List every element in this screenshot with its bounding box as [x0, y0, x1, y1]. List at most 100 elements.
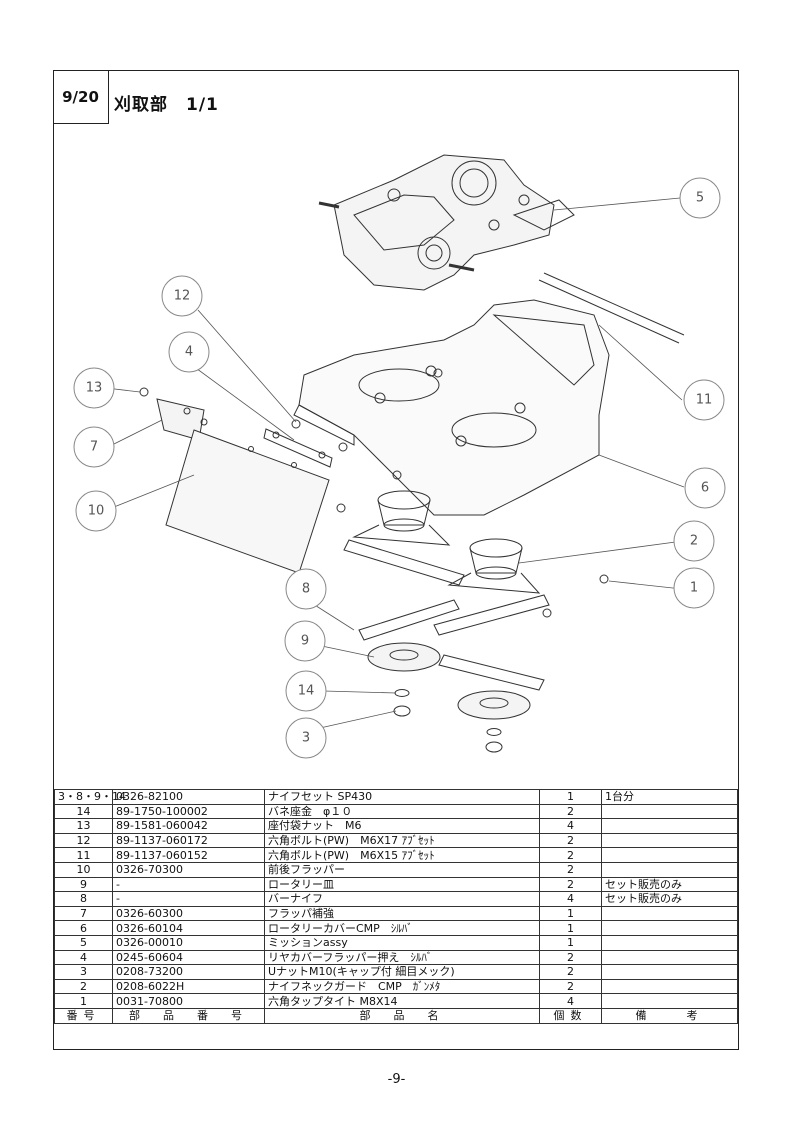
cell-remarks	[601, 818, 738, 834]
cell-remarks	[601, 978, 738, 995]
cell-no: 2	[54, 978, 113, 995]
callout-label: 10	[88, 504, 105, 519]
callout-14	[285, 670, 327, 712]
cell-qty: 2	[539, 949, 602, 966]
callout-5	[679, 177, 721, 219]
cell-remarks	[601, 803, 738, 820]
callout-label: 8	[302, 582, 310, 597]
callout-label: 13	[86, 381, 103, 396]
callout-label: 12	[174, 289, 191, 304]
cell-part-number: 0326-70300	[112, 861, 265, 878]
cell-remarks	[601, 832, 738, 849]
callout-6	[684, 467, 726, 509]
cell-part-number: 0208-73200	[112, 964, 265, 980]
cell-no: 4	[54, 949, 113, 966]
callout-label: 4	[185, 345, 193, 360]
cell-qty: 2	[539, 832, 602, 849]
cell-part-name: ロータリー皿	[264, 876, 540, 893]
cell-no: 13	[54, 818, 113, 834]
cell-no: 6	[54, 920, 113, 936]
cell-part-number: 0245-60604	[112, 949, 265, 966]
cell-remarks	[601, 861, 738, 878]
cell-remarks	[601, 920, 738, 936]
cell-remarks	[601, 993, 738, 1009]
cell-part-number: 89-1137-060152	[112, 847, 265, 863]
knife-neck-guard-upper	[352, 490, 451, 546]
header-remarks: 備 考	[601, 1007, 738, 1024]
cell-no: 14	[54, 803, 113, 820]
cell-part-name: 前後フラッパー	[264, 861, 540, 878]
cell-qty: 2	[539, 847, 602, 863]
cell-qty: 2	[539, 964, 602, 980]
header-part-number: 部 品 番 号	[112, 1007, 265, 1024]
cell-part-number: 0031-70800	[112, 993, 265, 1009]
callout-4	[168, 331, 210, 373]
cell-qty: 1	[539, 920, 602, 936]
rotary-cover	[293, 299, 610, 516]
cell-part-name: 座付袋ナット M6	[264, 818, 540, 834]
cell-qty: 2	[539, 978, 602, 995]
cell-part-name: ナイフネックガード CMP ｶﾞﾝﾒﾀ	[264, 978, 540, 995]
cell-remarks: セット販売のみ	[601, 876, 738, 893]
cell-part-name: ミッションassy	[264, 934, 540, 951]
cell-qty: 1	[539, 934, 602, 951]
cell-remarks	[601, 847, 738, 863]
cell-part-name: 六角タップタイト M8X14	[264, 993, 540, 1009]
cell-part-number: 0326-00010	[112, 934, 265, 951]
cell-no: 3	[54, 964, 113, 980]
callout-label: 11	[696, 393, 713, 408]
cell-remarks	[601, 905, 738, 922]
cell-part-number: -	[112, 876, 265, 893]
callout-11	[683, 379, 725, 421]
page-frame	[53, 70, 739, 1050]
rotary-dishes	[367, 642, 531, 720]
cell-part-name: 六角ボルト(PW) M6X15 ｱﾌﾞｾｯﾄ	[264, 847, 540, 863]
page-reference: 9/20	[53, 70, 109, 124]
cell-remarks	[601, 949, 738, 966]
header-no: 番号	[54, 1007, 113, 1024]
cell-part-number: 0326-60104	[112, 920, 265, 936]
callout-3	[285, 717, 327, 759]
page-number: -9-	[387, 1072, 406, 1087]
callout-12	[161, 275, 203, 317]
cell-part-number: 0326-82100	[112, 789, 265, 805]
callout-2	[673, 520, 715, 562]
cell-part-number: 0326-60300	[112, 905, 265, 922]
cell-part-name: 六角ボルト(PW) M6X17 ｱﾌﾞｾｯﾄ	[264, 832, 540, 849]
callout-1	[673, 567, 715, 609]
table-header-row: 番号部 品 番 号部 品 名個数備 考	[54, 1007, 738, 1024]
cell-part-name: UナットM10(キャップ付 細目メック)	[264, 964, 540, 980]
cell-qty: 2	[539, 861, 602, 878]
cell-remarks	[601, 964, 738, 980]
callout-label: 5	[696, 191, 704, 206]
callout-label: 2	[690, 534, 698, 549]
callout-label: 3	[302, 731, 310, 746]
cell-part-name: ロータリーカバーCMP ｼﾙﾊﾞ	[264, 920, 540, 936]
exploded-parts-diagram: 5 11 6 2 1 12 4 13 7 10 8 9 14 3	[73, 154, 726, 759]
cell-no: 8	[54, 891, 113, 907]
callout-label: 1	[690, 581, 698, 596]
cell-part-number: 0208-6022H	[112, 978, 265, 995]
transmission-assembly	[318, 154, 575, 291]
cell-qty: 4	[539, 818, 602, 834]
callout-label: 14	[298, 684, 315, 699]
page-title: 刈取部 1/1	[114, 95, 219, 115]
callout-label: 6	[701, 481, 709, 496]
cell-remarks: セット販売のみ	[601, 891, 738, 907]
cell-remarks: 1台分	[601, 789, 738, 805]
cell-no: 5	[54, 934, 113, 951]
cell-qty: 4	[539, 891, 602, 907]
cell-part-name: リヤカバーフラッパー押え ｼﾙﾊﾞ	[264, 949, 540, 966]
callout-13	[73, 367, 115, 409]
cell-no: 9	[54, 876, 113, 893]
cell-part-name: バネ座金 φ１０	[264, 803, 540, 820]
